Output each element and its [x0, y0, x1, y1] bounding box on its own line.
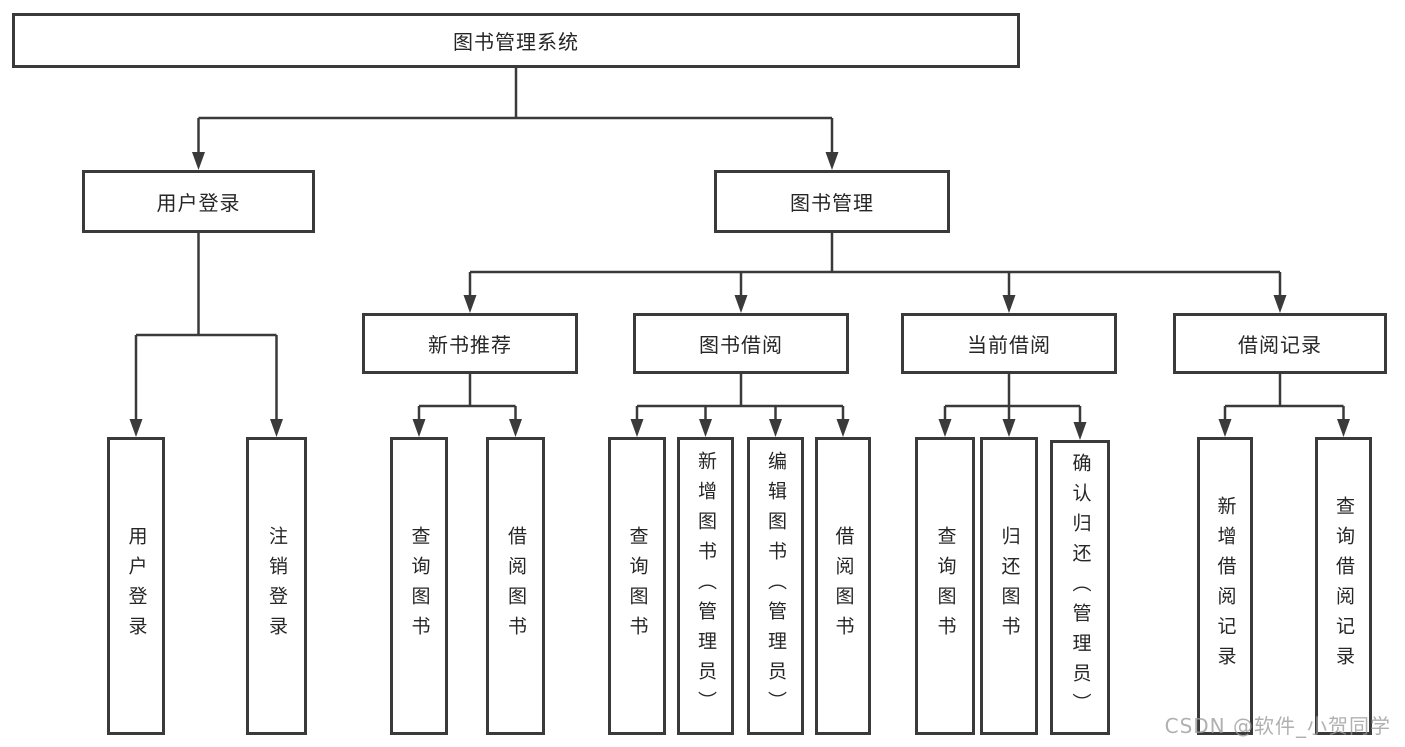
leaf-add-books-admin: 新增图书（管理员） [677, 437, 734, 735]
leaf-confirm-return-admin: 确认归还（管理员） [1050, 440, 1110, 735]
node-book-management: 图书管理 [714, 170, 950, 233]
leaf-edit-books-admin: 编辑图书（管理员） [747, 437, 804, 735]
arrowheads [129, 152, 1350, 440]
leaf-add-borrow-record: 新增借阅记录 [1197, 437, 1253, 735]
leaf-logout-login: 注销登录 [246, 437, 307, 735]
leaf-user-login: 用户登录 [107, 437, 165, 735]
node-library-management-system: 图书管理系统 [12, 13, 1020, 68]
node-borrowing-records: 借阅记录 [1173, 313, 1387, 374]
leaf-query-books-recommend: 查询图书 [390, 437, 448, 735]
node-new-book-recommend: 新书推荐 [362, 313, 578, 374]
node-book-borrowing: 图书借阅 [633, 313, 849, 374]
leaf-borrow-books-borrowing: 借阅图书 [815, 437, 871, 735]
leaf-return-books: 归还图书 [980, 437, 1038, 735]
node-current-borrowing: 当前借阅 [901, 313, 1117, 374]
leaf-borrow-books-recommend: 借阅图书 [486, 437, 545, 735]
connector-lines [134, 68, 1345, 428]
node-user-login: 用户登录 [82, 170, 315, 233]
leaf-query-books-borrowing: 查询图书 [608, 437, 666, 735]
leaf-query-books-current: 查询图书 [915, 437, 975, 735]
leaf-query-borrow-record: 查询借阅记录 [1315, 437, 1372, 735]
watermark-text: CSDN @软件_小贺同学 [1164, 714, 1391, 738]
